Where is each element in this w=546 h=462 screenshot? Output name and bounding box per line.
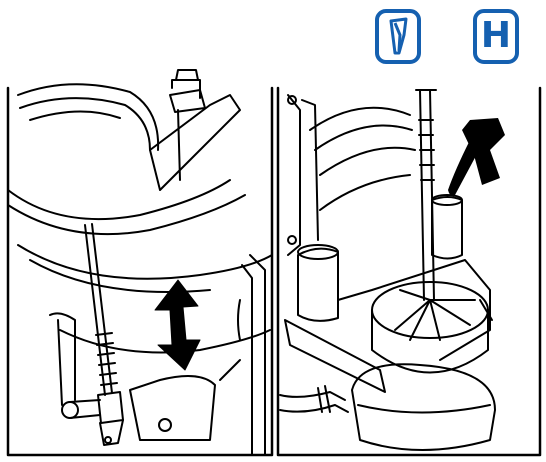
- tool-badge: [375, 9, 421, 64]
- wrench-tool-icon: [389, 17, 408, 55]
- cross-mark-icon: [448, 118, 505, 196]
- right-panel: [276, 86, 542, 457]
- double-arrow-icon: [154, 279, 201, 371]
- left-panel: [6, 69, 274, 457]
- letter-h-icon: H: [480, 15, 512, 56]
- letter-badge: H: [473, 9, 519, 64]
